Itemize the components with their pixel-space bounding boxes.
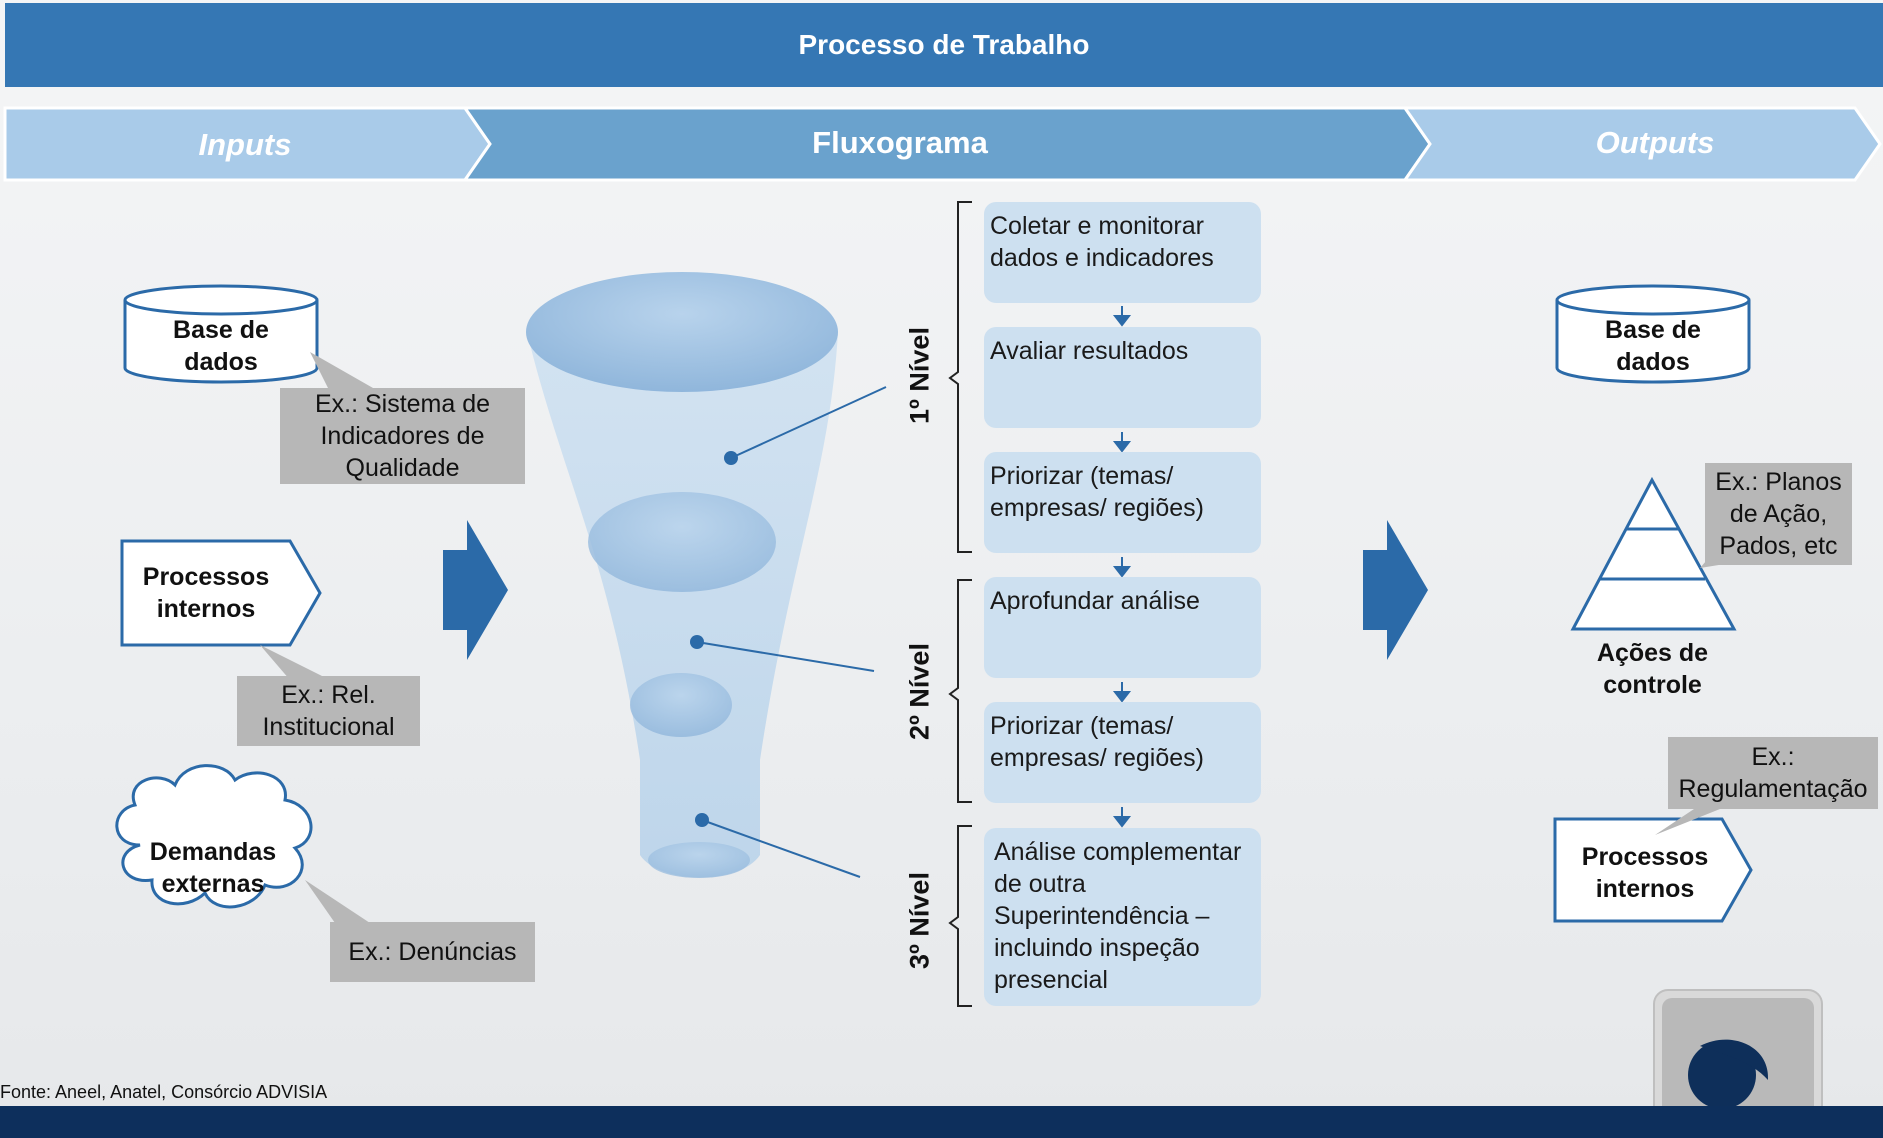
step-deepen-analysis: Aprofundar análise <box>984 577 1261 678</box>
stage-outputs-label: Outputs <box>1595 125 1715 160</box>
step-evaluate-results: Avaliar resultados <box>984 327 1261 428</box>
output-pyramid-shape <box>1570 476 1737 631</box>
input-internal-shape <box>120 539 322 647</box>
output-internal-callout-pointer <box>1655 805 1730 835</box>
level-3-label: 3º Nível <box>904 872 935 969</box>
stage-inputs-label: Inputs <box>198 127 292 162</box>
step-arrows <box>1112 306 1132 828</box>
input-external-cloud-shape <box>115 764 313 909</box>
step-prioritize-2: Priorizar (temas/empresas/ regiões) <box>984 702 1261 803</box>
input-external-callout-pointer <box>305 880 370 923</box>
output-database-shape <box>1555 284 1751 384</box>
stage-outputs-chevron <box>1402 106 1882 182</box>
connector-level-1 <box>730 386 887 459</box>
funnel-shape <box>526 272 838 878</box>
connector-dot-level-2 <box>690 635 704 649</box>
bracket-level-1 <box>948 201 972 553</box>
input-internal-example: Ex.: Rel.Institucional <box>237 676 420 746</box>
step-prioritize-1: Priorizar (temas/empresas/ regiões) <box>984 452 1261 553</box>
inputs-arrow <box>443 520 508 660</box>
stage-flowchart-label: Fluxograma <box>812 125 988 160</box>
source-note: Fonte: Aneel, Anatel, Consórcio ADVISIA <box>0 1082 328 1102</box>
page-title: Processo de Trabalho <box>5 3 1883 87</box>
connector-dot-level-3 <box>695 813 709 827</box>
level-1-label: 1º Nível <box>904 327 935 424</box>
connector-dot-level-1 <box>724 451 738 465</box>
bracket-level-3 <box>948 825 972 1007</box>
outputs-arrow <box>1363 520 1428 660</box>
input-database-shape <box>123 284 319 384</box>
connector-level-3 <box>701 819 861 878</box>
footer-bar <box>0 1106 1883 1138</box>
bracket-level-2 <box>948 579 972 803</box>
output-internal-example: Ex.:Regulamentação <box>1668 737 1878 809</box>
input-internal-callout-pointer <box>260 645 330 680</box>
advisia-logo <box>1653 989 1823 1136</box>
connector-level-2 <box>696 641 875 672</box>
level-2-label: 2º Nível <box>904 643 935 740</box>
input-database-callout-pointer <box>310 352 380 392</box>
input-external-example: Ex.: Denúncias <box>330 922 535 982</box>
